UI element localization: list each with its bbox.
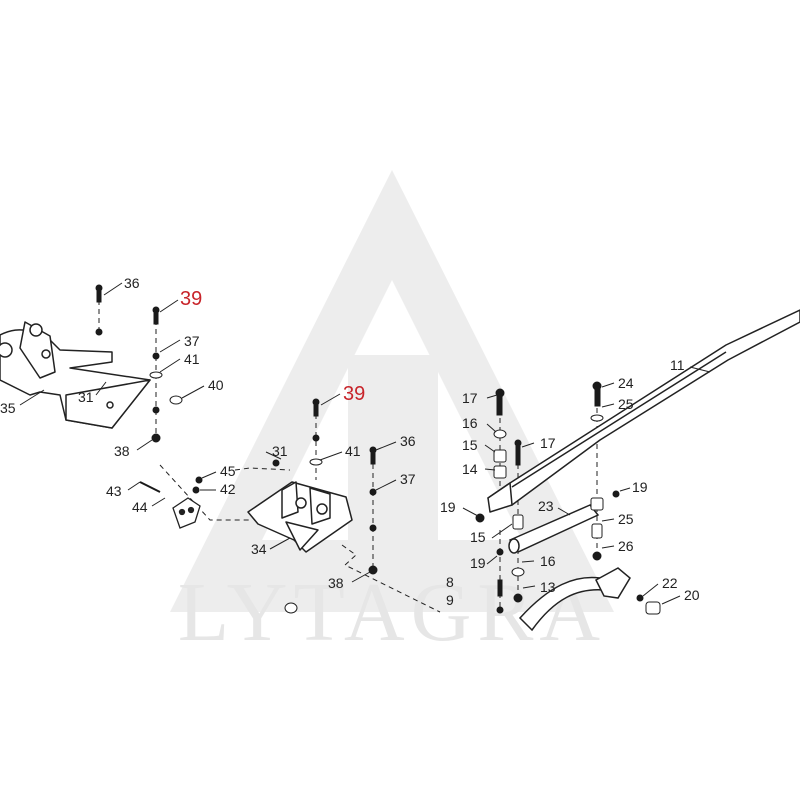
callouts: 36 39 37 41 40 35 31 38 39 31 41 36 37 4… xyxy=(0,275,700,608)
callout-13: 13 xyxy=(540,579,556,595)
callout-35: 35 xyxy=(0,400,16,416)
callout-31: 31 xyxy=(78,389,94,405)
callout-38: 38 xyxy=(328,575,344,591)
callout-23: 23 xyxy=(538,498,554,514)
callout-22: 22 xyxy=(662,575,678,591)
hardware xyxy=(95,284,661,615)
callout-11: 11 xyxy=(670,357,685,373)
callout-40: 40 xyxy=(208,377,224,393)
callout-41: 41 xyxy=(345,443,361,459)
callout-15: 15 xyxy=(470,529,486,545)
callout-24: 24 xyxy=(618,375,634,391)
callout-39-highlight: 39 xyxy=(343,383,365,405)
callout-25: 25 xyxy=(618,511,634,527)
callout-8: 8 xyxy=(446,574,454,590)
callout-19: 19 xyxy=(440,499,456,515)
mount-34 xyxy=(247,481,353,553)
callout-14: 14 xyxy=(462,461,478,477)
callout-36: 36 xyxy=(124,275,140,291)
callout-37: 37 xyxy=(400,471,416,487)
callout-19: 19 xyxy=(470,555,486,571)
callout-43: 43 xyxy=(106,483,122,499)
callout-15: 15 xyxy=(462,437,478,453)
callout-20: 20 xyxy=(684,587,700,603)
callout-44: 44 xyxy=(132,499,148,515)
callout-16: 16 xyxy=(462,415,478,431)
callout-37: 37 xyxy=(184,333,200,349)
callout-42: 42 xyxy=(220,481,236,497)
callout-17: 17 xyxy=(462,390,478,406)
callout-38: 38 xyxy=(114,443,130,459)
callout-34: 34 xyxy=(251,541,267,557)
watermark-bar xyxy=(348,355,438,540)
callout-45: 45 xyxy=(220,463,236,479)
callout-39-highlight: 39 xyxy=(180,288,202,310)
callout-19: 19 xyxy=(632,479,648,495)
callout-31: 31 xyxy=(272,443,288,459)
callout-16: 16 xyxy=(540,553,556,569)
callout-17: 17 xyxy=(540,435,556,451)
handle-11 xyxy=(487,309,800,513)
leader-lines xyxy=(19,282,711,605)
callout-41: 41 xyxy=(184,351,200,367)
callout-25: 25 xyxy=(618,396,634,412)
lower-bar xyxy=(518,567,631,632)
frame-35 xyxy=(0,321,151,429)
callout-26: 26 xyxy=(618,538,634,554)
bracket-42 xyxy=(172,497,201,529)
callout-36: 36 xyxy=(400,433,416,449)
callout-9: 9 xyxy=(446,592,454,608)
shaft-23 xyxy=(508,504,600,554)
